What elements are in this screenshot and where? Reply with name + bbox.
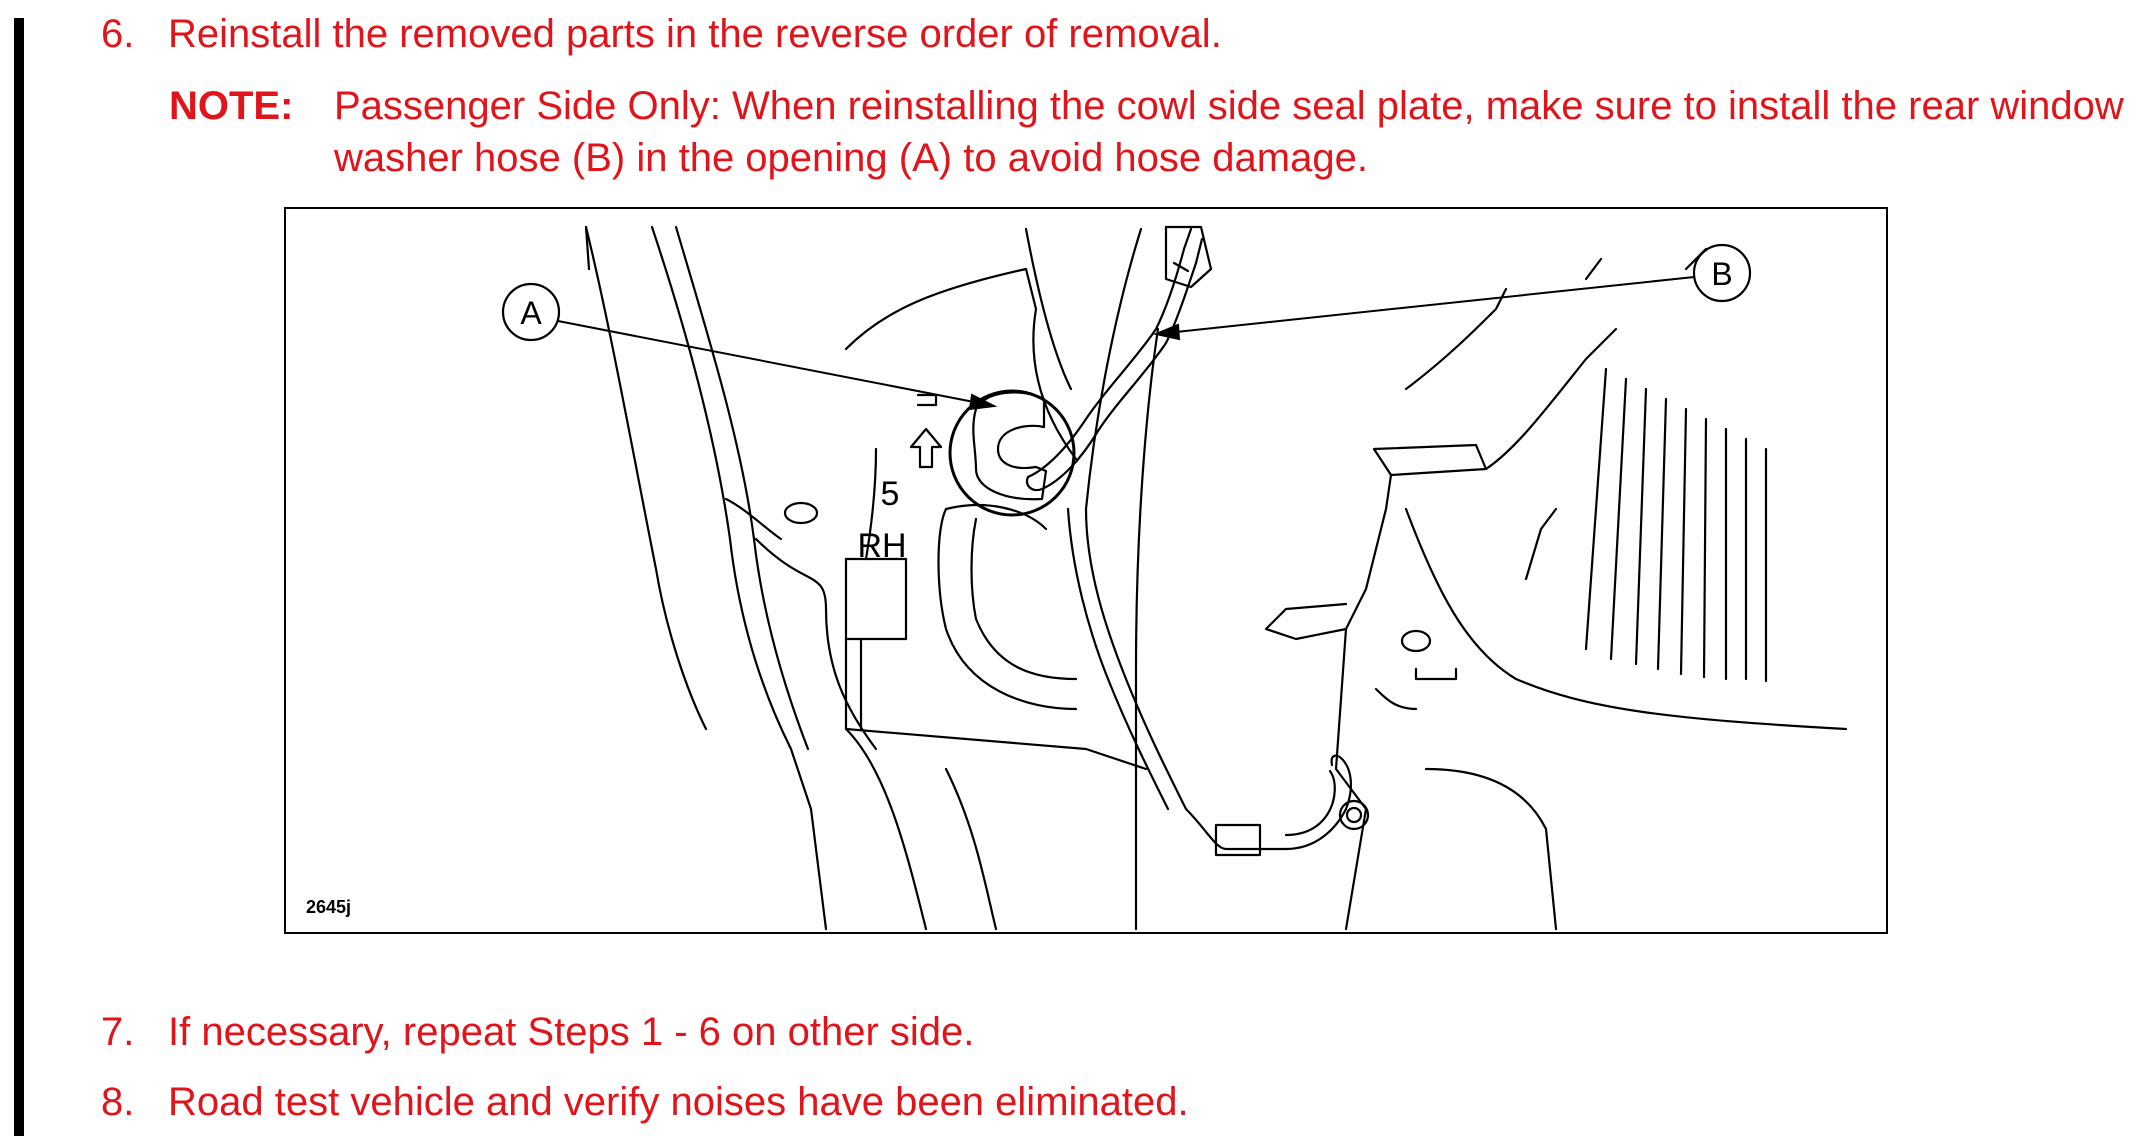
- right-bracket: [1372, 443, 1488, 477]
- line-drawing: A B 5 RH: [501, 225, 1848, 931]
- note-label: NOTE:: [169, 84, 294, 128]
- panel-outline: [844, 557, 908, 641]
- leader-arrowhead-a: [968, 393, 998, 411]
- grommet: [972, 391, 1048, 501]
- revision-bar: [14, 18, 24, 1136]
- hose-lower-run: [1084, 507, 1288, 851]
- leader-arrowhead-b: [1152, 323, 1181, 341]
- pillar-hole: [783, 501, 819, 525]
- washer-hose: [1026, 227, 1193, 479]
- right-panel-hole: [1400, 629, 1432, 653]
- panel-number-label: 5: [881, 475, 900, 513]
- step-number: 8.: [101, 1080, 135, 1124]
- leader-line-a: [557, 320, 975, 403]
- figure-washer-hose-diagram: A B 5 RH 2645j: [284, 207, 1888, 934]
- pillar-inner-line: [674, 225, 810, 751]
- hose-band-clip: [1214, 823, 1262, 857]
- callout-b-circle: [1692, 243, 1752, 303]
- round-fitting: [1338, 799, 1370, 831]
- note-text: Passenger Side Only: When reinstalling t…: [334, 84, 2124, 180]
- step-text: Road test vehicle and verify noises have…: [168, 1080, 1189, 1124]
- panel-side-label: RH: [857, 527, 906, 565]
- step-number: 6.: [101, 12, 135, 56]
- callout-a-label: A: [520, 295, 542, 331]
- callout-a-circle: [501, 282, 561, 342]
- seal-plate-outline: [844, 267, 1078, 461]
- step-number: 7.: [101, 1010, 135, 1054]
- callout-b-label: B: [1711, 256, 1732, 292]
- figure-code: 2645j: [306, 897, 352, 917]
- step-text: Reinstall the removed parts in the rever…: [168, 12, 1222, 56]
- leader-line-b: [1175, 276, 1695, 333]
- up-arrow-mark: [909, 427, 943, 469]
- pillar-edge-line: [584, 225, 708, 731]
- pillar-outer-line: [650, 225, 828, 931]
- highlight-circle-a: [948, 389, 1076, 517]
- step-text: If necessary, repeat Steps 1 - 6 on othe…: [168, 1010, 975, 1054]
- hose-clip: [1164, 225, 1213, 289]
- right-panel-outline: [1404, 287, 1508, 391]
